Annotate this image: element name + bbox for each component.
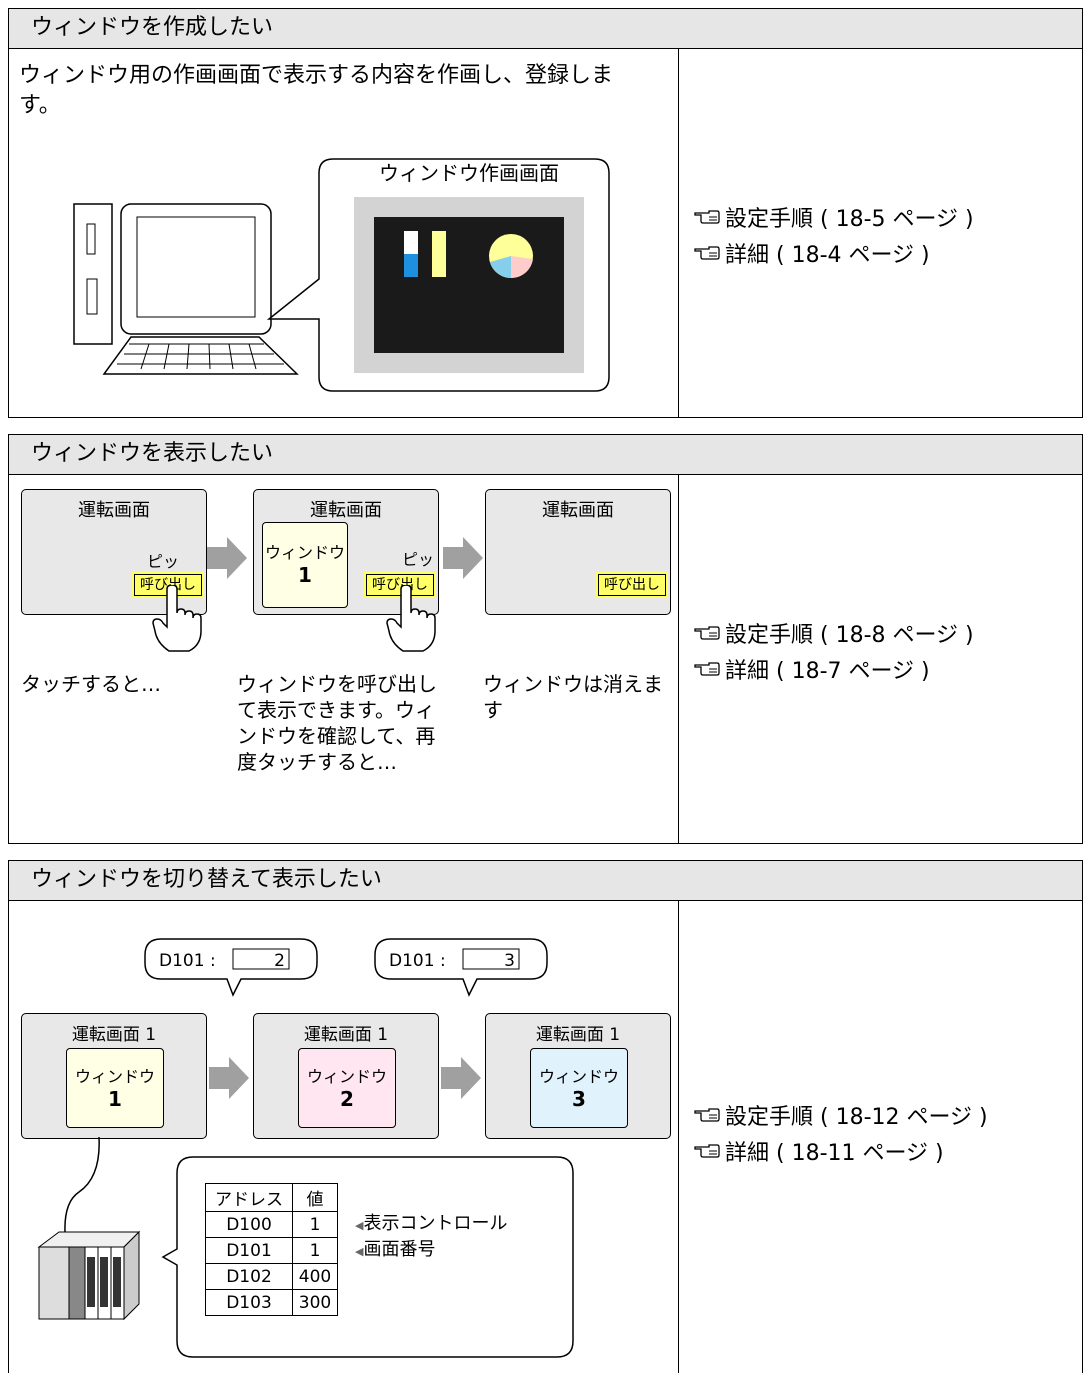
pc-illustration	[73, 203, 299, 375]
table-row: D103 300	[205, 1289, 338, 1316]
link-detail[interactable]: 詳細 ( 18-4 ページ )	[693, 235, 974, 271]
memory-table: アドレス 値 D100 1 D101 1 D102 400 D103 300	[205, 1183, 338, 1316]
link-setup[interactable]: 設定手順 ( 18-5 ページ )	[693, 199, 974, 235]
value-bubble	[374, 938, 548, 997]
screen-label: 運転画面 1	[535, 1025, 621, 1045]
window-popup: ウィンドウ 3	[530, 1048, 628, 1128]
row-note: ◀画面番号	[355, 1239, 436, 1260]
bubble-value: 3	[504, 951, 515, 971]
screen-label: 運転画面 1	[303, 1025, 389, 1045]
section-create-window: ウィンドウを作成したい ウィンドウ用の作画画面で表示する内容を作画し、登録しま …	[8, 8, 1083, 418]
window-popup: ウィンドウ 1	[262, 522, 348, 608]
pointing-hand-icon	[694, 210, 720, 224]
pointing-hand-icon	[694, 626, 720, 640]
section-title: ウィンドウを切り替えて表示したい	[9, 861, 1082, 901]
callout-title: ウィンドウ作画画面	[379, 161, 559, 185]
reference-links: 設定手順 ( 18-8 ページ ) 詳細 ( 18-7 ページ )	[693, 615, 974, 687]
link-setup[interactable]: 設定手順 ( 18-8 ページ )	[693, 615, 974, 651]
reference-links: 設定手順 ( 18-12 ページ ) 詳細 ( 18-11 ページ )	[693, 1097, 988, 1169]
row-note: ◀表示コントロール	[355, 1213, 508, 1234]
arrow-right-icon	[443, 537, 483, 579]
beep-text: ピッ	[402, 550, 435, 569]
triangle-left-icon: ◀	[355, 1245, 364, 1258]
plc-device-icon	[37, 1137, 141, 1321]
screen-label: 運転画面 1	[71, 1025, 157, 1045]
section-title: ウィンドウを表示したい	[9, 435, 1082, 475]
table-row: D102 400	[205, 1263, 338, 1290]
caption-disappear: ウィンドウは消えま す	[483, 672, 663, 722]
pointing-hand-icon	[694, 1144, 720, 1158]
section-show-window: ウィンドウを表示したい 運転画面 ピッ 呼び出し 運転画面 ウィンドウ 1 ピッ…	[8, 434, 1083, 844]
screen-label: 運転画面	[78, 500, 150, 521]
screen-label: 運転画面	[310, 500, 382, 521]
operation-screen: 運転画面 1 ウィンドウ 2	[253, 1013, 439, 1139]
pointing-hand-icon	[694, 1108, 720, 1122]
beep-text: ピッ	[147, 552, 180, 571]
operation-screen: 運転画面 ウィンドウ 1 ピッ 呼び出し	[253, 489, 439, 615]
operation-screen: 運転画面 呼び出し	[485, 489, 671, 615]
value-bubble	[144, 938, 318, 997]
arrow-right-icon	[207, 537, 247, 579]
arrow-right-icon	[441, 1057, 481, 1099]
link-detail[interactable]: 詳細 ( 18-11 ページ )	[693, 1133, 988, 1169]
screen-label: 運転画面	[542, 500, 614, 521]
finger-icon	[386, 585, 436, 652]
operation-screen: 運転画面 1 ウィンドウ 3	[485, 1013, 671, 1139]
pointing-hand-icon	[694, 246, 720, 260]
callout-window-editor	[266, 158, 610, 392]
reference-links: 設定手順 ( 18-5 ページ ) 詳細 ( 18-4 ページ )	[693, 199, 974, 271]
operation-screen: 運転画面 1 ウィンドウ 1	[21, 1013, 207, 1139]
table-row: D100 1	[205, 1211, 338, 1238]
call-button[interactable]: 呼び出し	[364, 572, 436, 598]
link-setup[interactable]: 設定手順 ( 18-12 ページ )	[693, 1097, 988, 1133]
bubble-value: 2	[274, 951, 285, 971]
arrow-right-icon	[209, 1057, 249, 1099]
bubble-label: D101 :	[159, 951, 216, 971]
window-popup: ウィンドウ 1	[66, 1048, 164, 1128]
section-switch-window: ウィンドウを切り替えて表示したい D101 : 2 D101 : 3 運転画面 …	[8, 860, 1083, 1373]
column-divider	[678, 49, 679, 417]
pointing-hand-icon	[694, 662, 720, 676]
call-button[interactable]: 呼び出し	[132, 572, 204, 598]
column-divider	[678, 901, 679, 1373]
finger-icon	[152, 585, 202, 652]
table-row: D101 1	[205, 1237, 338, 1264]
caption-touch: タッチすると…	[21, 672, 161, 696]
caption-call: ウィンドウを呼び出し て表示できます。ウィ ンドウを確認して、再 度タッチすると…	[237, 672, 437, 774]
column-divider	[678, 475, 679, 843]
call-button[interactable]: 呼び出し	[596, 572, 668, 598]
bubble-label: D101 :	[389, 951, 446, 971]
triangle-left-icon: ◀	[355, 1219, 364, 1232]
description: ウィンドウ用の作画画面で表示する内容を作画し、登録しま す。	[19, 63, 614, 118]
section-title: ウィンドウを作成したい	[9, 9, 1082, 49]
link-detail[interactable]: 詳細 ( 18-7 ページ )	[693, 651, 974, 687]
window-popup: ウィンドウ 2	[298, 1048, 396, 1128]
